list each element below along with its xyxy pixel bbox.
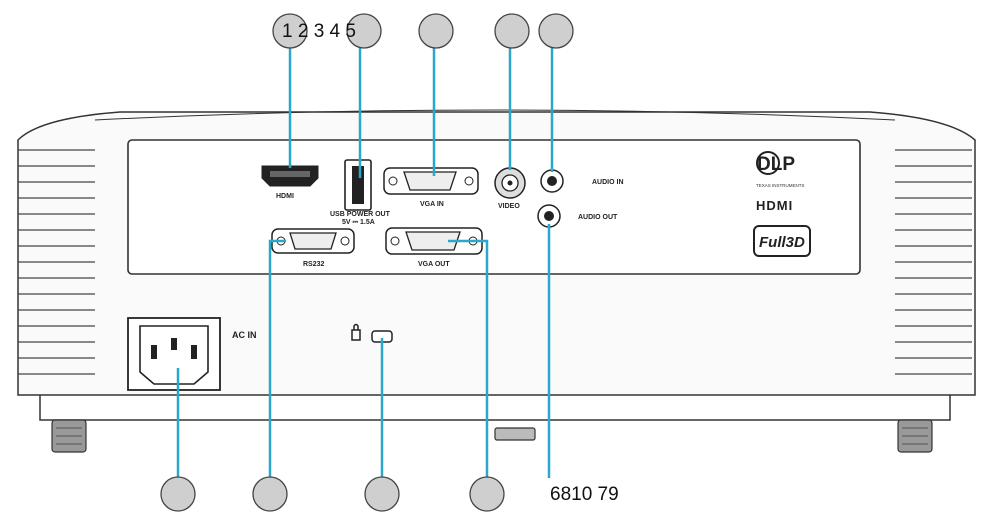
left-vent-grille bbox=[18, 149, 95, 375]
audio-out-label: AUDIO OUT bbox=[578, 214, 618, 221]
ac-in-label: AC IN bbox=[232, 330, 257, 340]
full3d-logo: Full3D bbox=[753, 225, 811, 257]
callout-circle-4 bbox=[494, 13, 530, 49]
video-label: VIDEO bbox=[498, 203, 520, 210]
kensington-lock bbox=[351, 323, 393, 343]
callout-lines bbox=[176, 48, 554, 478]
vga-in-port bbox=[383, 167, 479, 195]
dlp-logo-subtext: TEXAS INSTRUMENTS bbox=[756, 183, 805, 188]
rs232-port bbox=[271, 228, 355, 254]
usb-power-out-label: USB POWER OUT bbox=[330, 211, 391, 218]
top-callout-numbers: 1 2 3 4 5 bbox=[282, 21, 356, 42]
callout-circle-1 bbox=[272, 13, 308, 49]
callout-circle-6 bbox=[160, 476, 196, 512]
usb-port bbox=[344, 159, 372, 211]
hdmi-logo: HDMI bbox=[756, 198, 793, 213]
audio-in-label: AUDIO IN bbox=[592, 179, 624, 186]
vga-out-label: VGA OUT bbox=[418, 261, 450, 268]
bottom-callout-numbers: 6810 79 bbox=[550, 484, 619, 505]
audio-out-port bbox=[537, 204, 561, 228]
right-vent-grille bbox=[895, 149, 972, 375]
dlp-logo: DLP TEXAS INSTRUMENTS bbox=[756, 151, 805, 188]
video-port bbox=[494, 167, 526, 199]
vga-in-label: VGA IN bbox=[420, 201, 444, 208]
callout-line-9 bbox=[448, 239, 489, 478]
callout-circle-9 bbox=[469, 476, 505, 512]
callout-circle-8 bbox=[364, 476, 400, 512]
usb-rating-label: 5V ⎓ 1.5A bbox=[342, 219, 375, 226]
hdmi-label: HDMI bbox=[276, 193, 294, 200]
callout-circle-2 bbox=[346, 13, 382, 49]
callout-line-7 bbox=[268, 239, 286, 478]
hdmi-port bbox=[261, 165, 319, 187]
io-panel bbox=[127, 139, 861, 275]
callout-circle-3 bbox=[418, 13, 454, 49]
vga-out-port bbox=[385, 227, 483, 255]
callout-circle-7 bbox=[252, 476, 288, 512]
rs232-label: RS232 bbox=[303, 261, 325, 268]
callout-circle-5 bbox=[538, 13, 574, 49]
dlp-logo-text: DLP bbox=[757, 154, 795, 175]
adjustable-feet bbox=[51, 419, 933, 453]
callout-circles bbox=[160, 13, 574, 512]
feet-ridges bbox=[56, 427, 928, 445]
audio-in-port bbox=[540, 169, 564, 193]
ac-inlet bbox=[127, 317, 221, 391]
full3d-logo-text: Full3D bbox=[759, 234, 805, 251]
